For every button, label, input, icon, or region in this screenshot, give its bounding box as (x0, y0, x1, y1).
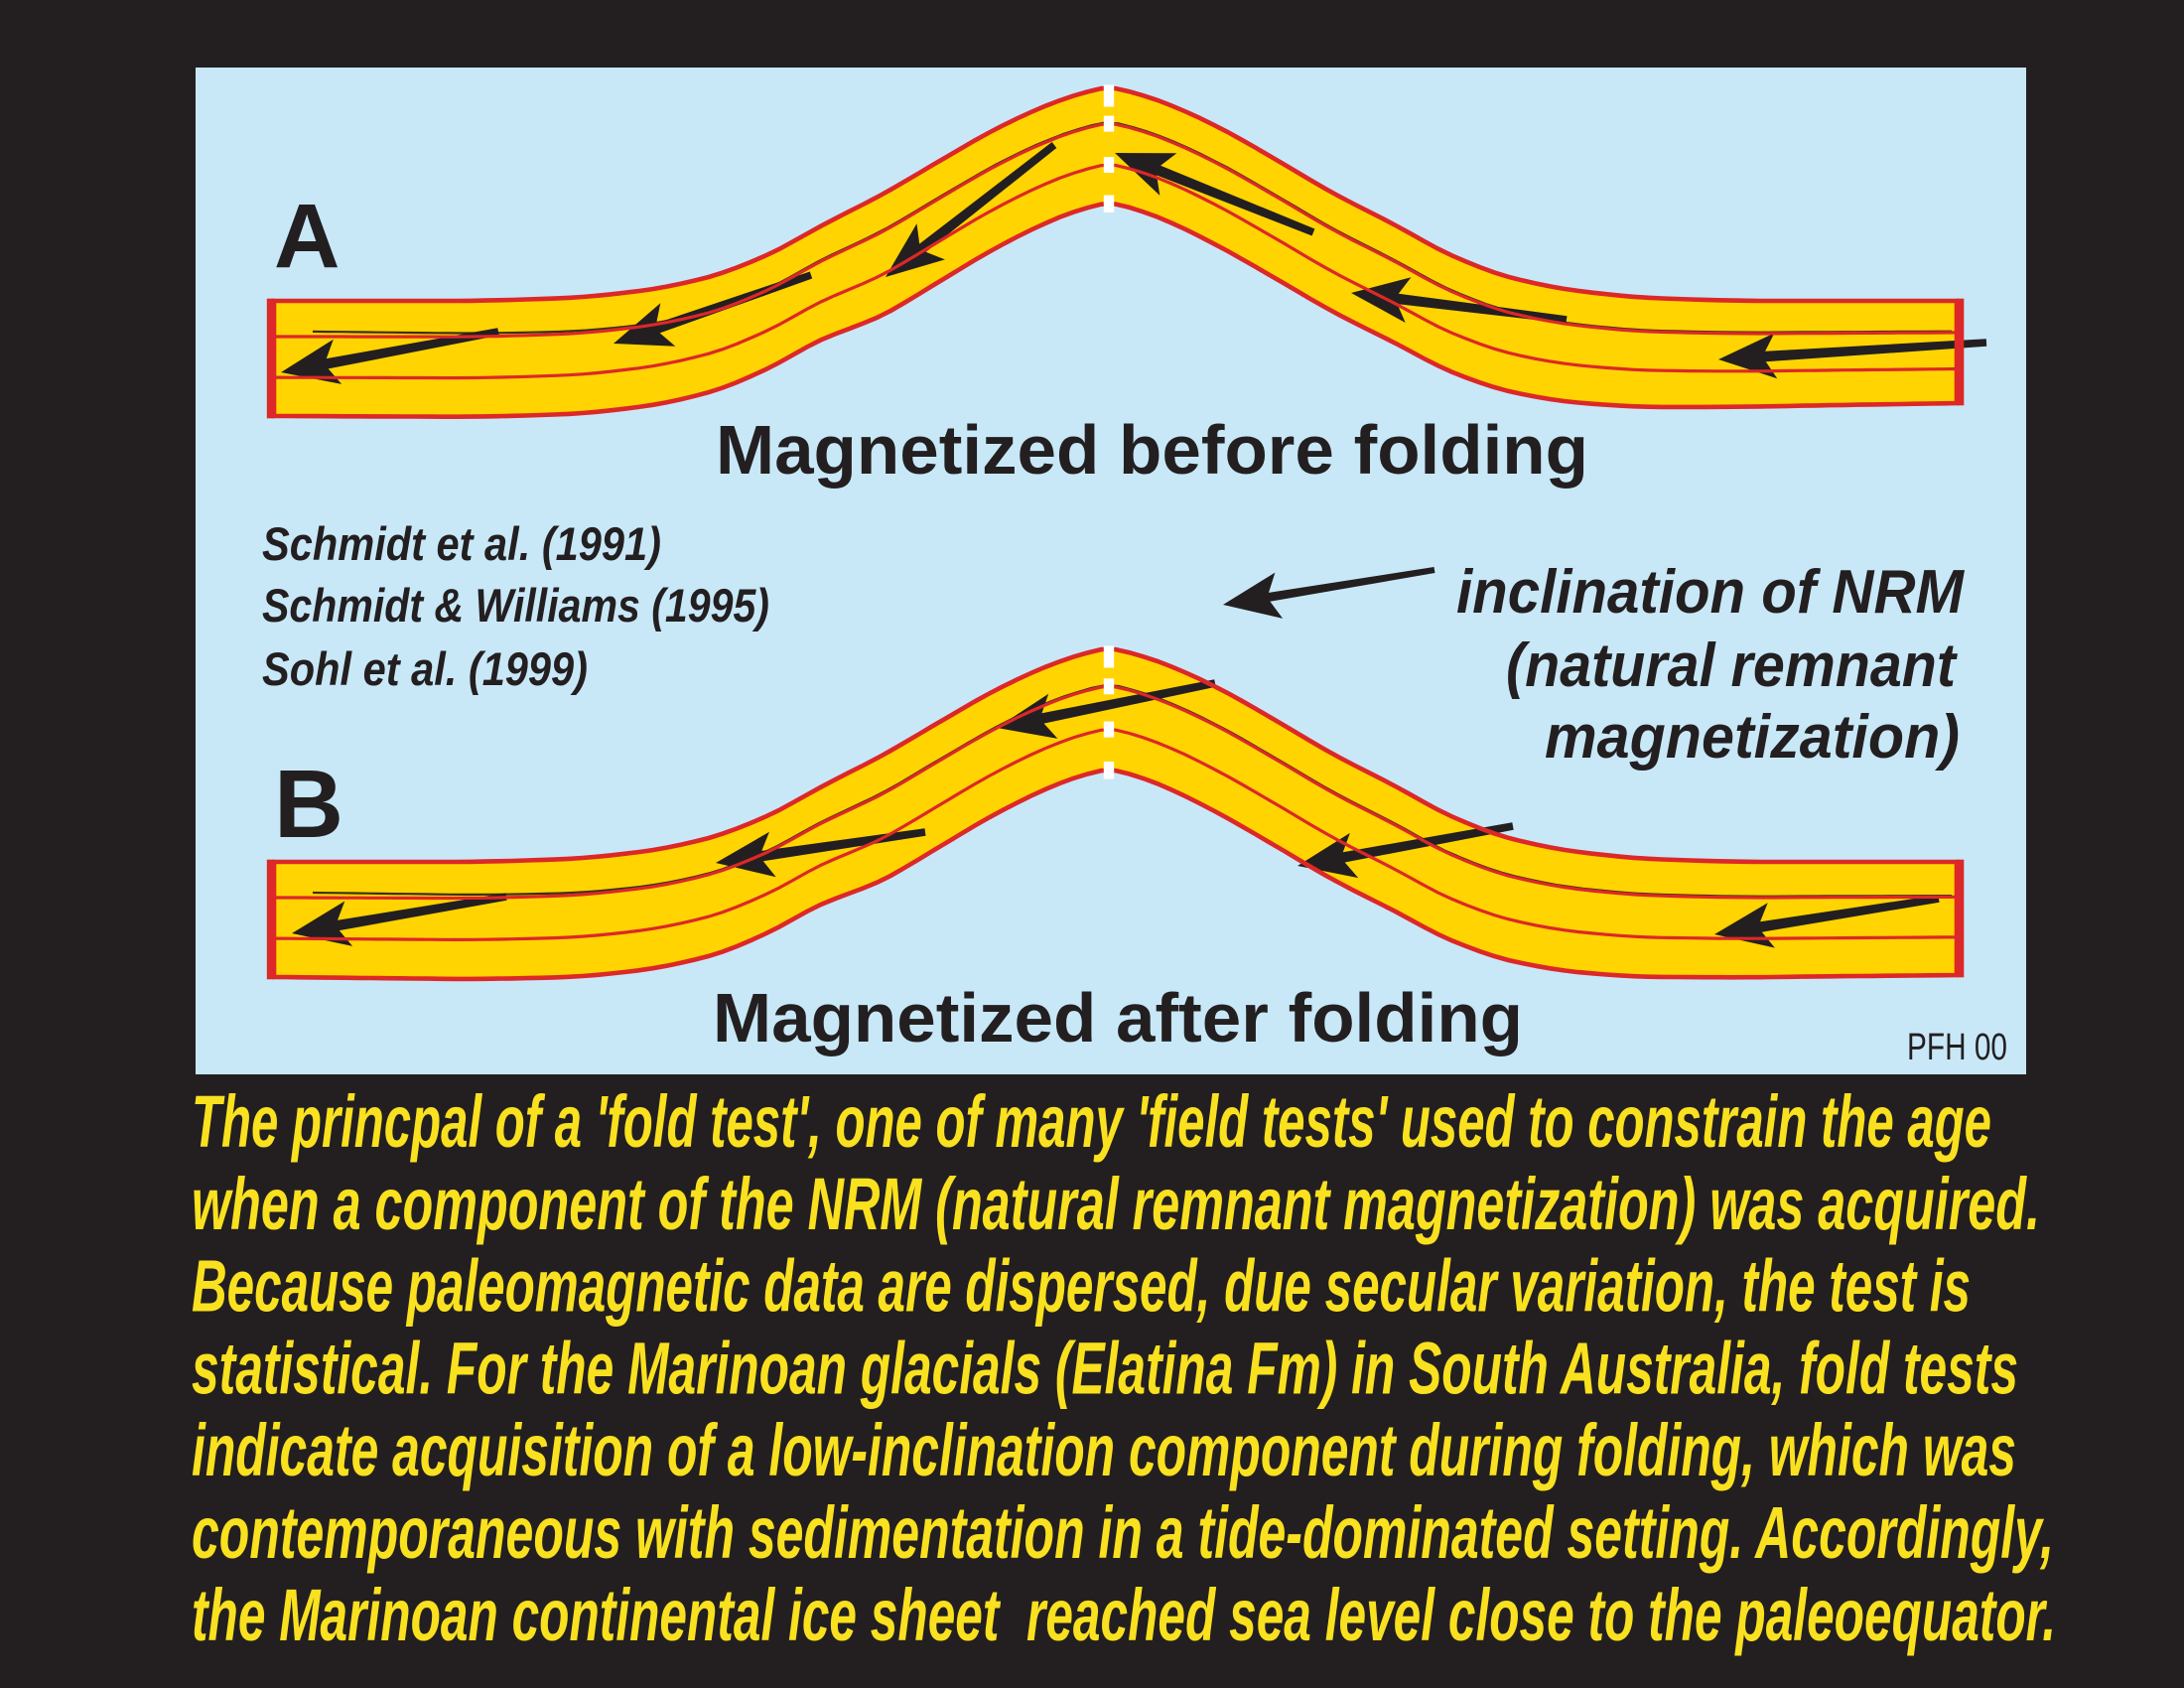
svg-text:A: A (274, 186, 340, 287)
svg-text:The princpal of a 'fold test',: The princpal of a 'fold test', one of ma… (192, 1080, 1991, 1163)
svg-text:inclination of NRM: inclination of NRM (1456, 558, 1965, 627)
svg-text:Magnetized after folding: Magnetized after folding (713, 979, 1523, 1056)
svg-text:Because paleomagnetic data are: Because paleomagnetic data are dispersed… (192, 1245, 1971, 1328)
svg-text:Magnetized before folding: Magnetized before folding (716, 411, 1588, 489)
svg-text:Schmidt & Williams (1995): Schmidt & Williams (1995) (262, 579, 769, 632)
svg-text:statistical. For the Marinoan: statistical. For the Marinoan glacials (… (192, 1327, 2018, 1409)
svg-text:contemporaneous with sedimenta: contemporaneous with sedimentation in a … (192, 1491, 2054, 1574)
svg-text:B: B (274, 750, 343, 858)
svg-text:indicate acquisition of a low-: indicate acquisition of a low-inclinatio… (192, 1409, 2016, 1491)
svg-text:PFH 00: PFH 00 (1907, 1027, 2007, 1068)
svg-text:Schmidt et al. (1991): Schmidt et al. (1991) (262, 517, 661, 570)
svg-text:(natural remnant: (natural remnant (1506, 632, 1958, 700)
svg-text:when a component of the NRM (n: when a component of the NRM (natural rem… (192, 1163, 2040, 1245)
svg-text:the Marinoan continental ice s: the Marinoan continental ice sheet reach… (192, 1574, 2056, 1656)
svg-text:Sohl et al. (1999): Sohl et al. (1999) (262, 642, 588, 695)
svg-text:magnetization): magnetization) (1545, 703, 1960, 772)
